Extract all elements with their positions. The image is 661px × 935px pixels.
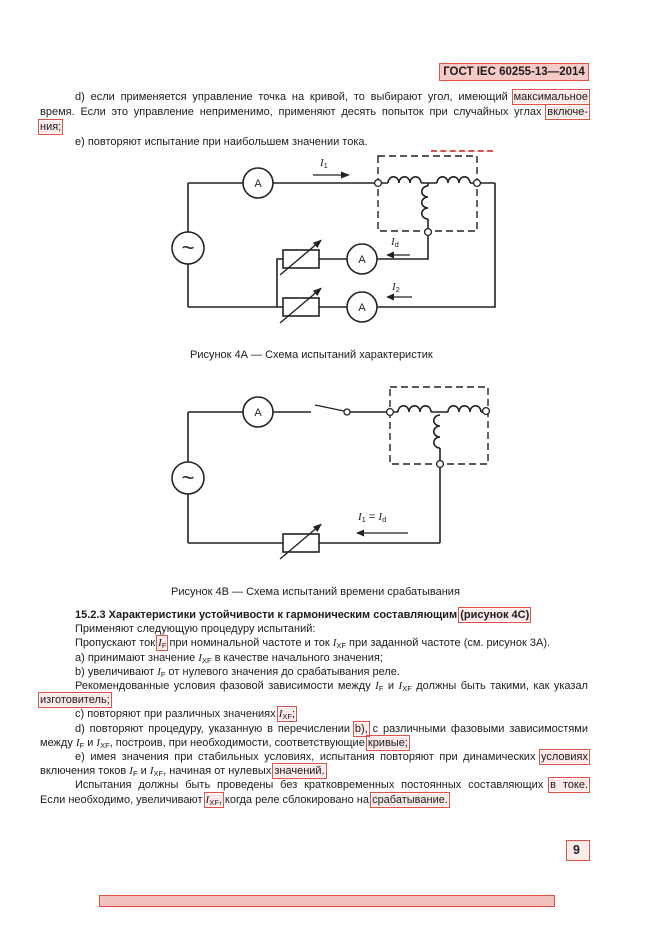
annotation-dashes-figure-4a xyxy=(431,150,493,162)
text-line: Применяют следующую процедуру испытаний: xyxy=(75,623,316,636)
text-line: между IF и IXF, построив, при необходимо… xyxy=(40,734,410,751)
text-line: e) повторяют испытание при наибольшем зн… xyxy=(75,136,368,148)
ammeter-label: A xyxy=(358,302,366,314)
ammeter-label: A xyxy=(254,407,262,419)
text-line: e) имея значения при стабильных условиях… xyxy=(75,749,590,766)
text-line: a) принимают значение IXF в качестве нач… xyxy=(75,651,383,665)
intro-paragraph: d) если применяется управление точка на … xyxy=(37,89,591,150)
text-line: d) повторяют процедуру, указанную в пере… xyxy=(75,720,589,737)
figure-4b-current-label: I1 = Id xyxy=(358,511,387,524)
text-line: включения токов IF и IXF, начиная от нул… xyxy=(40,763,327,780)
text-line: c) повторяют при различных значениях IXF… xyxy=(75,706,298,723)
figure-4a-current-label-i2: I2 xyxy=(392,281,400,294)
figure-4a-current-label-id: Id xyxy=(391,236,399,249)
figure-4a-current-label-i1: I1 xyxy=(320,157,328,170)
document-header-title: ГОСТ IEC 60255-13—2014 xyxy=(439,63,589,81)
ammeter-label: A xyxy=(254,178,262,190)
text-line: Пропускают ток IF при номинальной частот… xyxy=(75,635,551,652)
figure-4b-caption: Рисунок 4В — Схема испытаний времени сра… xyxy=(171,586,460,598)
annotation-box-page-number xyxy=(566,840,590,861)
figure-4a-schematic: A A A ~ xyxy=(171,155,496,324)
page-number: 9 xyxy=(573,843,580,857)
ac-source-symbol: ~ xyxy=(182,465,195,490)
ammeter-label: A xyxy=(358,254,366,266)
annotation-bar-bottom xyxy=(99,895,555,907)
section-heading: 15.2.3 Характеристики устойчивости к гар… xyxy=(75,607,532,623)
text-line: Испытания должны быть проведены без крат… xyxy=(75,777,591,794)
figure-4b-schematic: A ~ xyxy=(171,386,491,560)
text-line: Рекомендованные условия фазовой зависимо… xyxy=(75,680,588,694)
text-line: Если необходимо, увеличивают IXF, когда … xyxy=(40,791,450,808)
text-line: изготовитель; xyxy=(38,692,112,709)
ac-source-symbol: ~ xyxy=(182,235,195,260)
text-line: b) увеличивают IF от нулевого значения д… xyxy=(75,665,400,679)
text-line: время. Если это управление неприменимо, … xyxy=(40,104,590,120)
text-line: d) если применяется управление точка на … xyxy=(75,89,591,105)
figure-4a-caption: Рисунок 4А — Схема испытаний характерист… xyxy=(190,349,433,361)
section-15-2-3: 15.2.3 Характеристики устойчивости к гар… xyxy=(38,607,591,808)
text-line: ния; xyxy=(37,119,64,135)
